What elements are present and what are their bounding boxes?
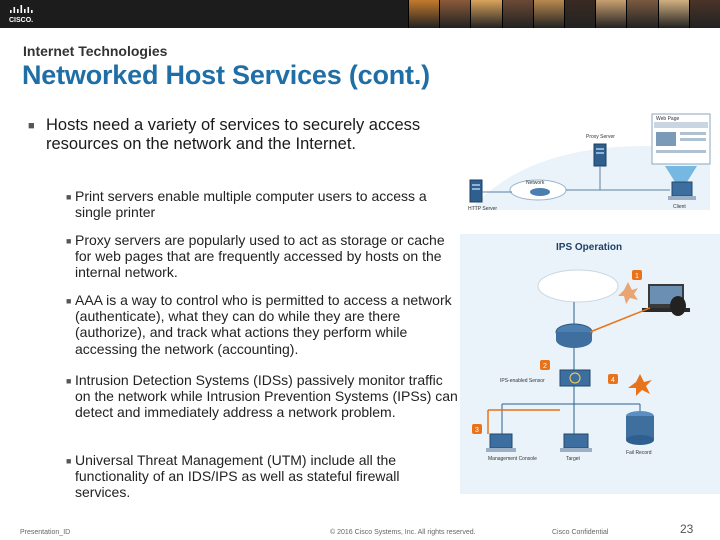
sub-bullet-aaa: ■ AAA is a way to control who is permitt… [66, 292, 458, 357]
management-console-icon [486, 433, 516, 452]
banner-photo [439, 0, 471, 28]
square-bullet-icon: ■ [66, 376, 72, 386]
step-badge-3: 3 [472, 424, 482, 434]
photo-strip [408, 0, 720, 28]
explosion-icon [628, 374, 652, 396]
client-label: Client [673, 204, 686, 210]
ips-sensor-label: IPS-enabled Sensor [500, 378, 545, 384]
banner-photo [564, 0, 596, 28]
explosion-icon [618, 282, 638, 304]
internet-cloud-icon [537, 269, 619, 303]
section-label: Internet Technologies [23, 43, 168, 59]
banner-photo [408, 0, 440, 28]
step-badge-label: 2 [543, 363, 547, 370]
square-bullet-icon: ■ [66, 296, 72, 306]
database-icon [626, 411, 654, 445]
header-banner: CISCO. [0, 0, 720, 28]
slide-title: Networked Host Services (cont.) [22, 60, 430, 90]
sub-bullet-proxy: ■ Proxy servers are popularly used to ac… [66, 232, 458, 281]
web-page-icon [651, 113, 711, 165]
square-bullet-icon: ■ [66, 456, 72, 466]
projection-beam [665, 166, 697, 182]
management-label: Management Console [488, 456, 537, 462]
main-bullet: ■ Hosts need a variety of services to se… [28, 116, 448, 154]
banner-photo [501, 0, 533, 28]
banner-photo [657, 0, 689, 28]
banner-photo [532, 0, 565, 28]
step-badge-4: 4 [608, 374, 618, 384]
proxy-server-label: Proxy Server [586, 134, 615, 140]
target-icon [560, 433, 592, 452]
sub-bullet-text: Print servers enable multiple computer u… [75, 188, 427, 221]
footer-presentation-id: Presentation_ID [20, 529, 71, 536]
footer-copyright: © 2016 Cisco Systems, Inc. All rights re… [330, 529, 476, 536]
step-badge-label: 1 [635, 273, 639, 280]
step-badge-2: 2 [540, 360, 550, 370]
proxy-server-diagram: Web Page Client Proxy Server Network HTT… [460, 110, 720, 222]
page-number: 23 [680, 522, 694, 536]
sub-bullet-text: Universal Threat Management (UTM) includ… [75, 452, 400, 501]
target-label: Target [566, 456, 581, 462]
logo-text: CISCO. [9, 17, 33, 24]
web-page-label: Web Page [656, 116, 679, 122]
cisco-logo: CISCO. [9, 5, 33, 24]
banner-photo [688, 0, 720, 28]
sub-bullet-text: Intrusion Detection Systems (IDSs) passi… [75, 372, 458, 421]
banner-photo [595, 0, 627, 28]
network-cloud-icon [509, 179, 567, 201]
ips-sensor-icon [559, 369, 591, 387]
sub-bullet-utm: ■ Universal Threat Management (UTM) incl… [66, 452, 458, 501]
http-server-icon [469, 179, 483, 203]
sub-bullet-ids: ■ Intrusion Detection Systems (IDSs) pas… [66, 372, 458, 421]
step-badge-label: 3 [475, 427, 479, 434]
square-bullet-icon: ■ [66, 236, 72, 246]
network-label: Network [526, 180, 545, 186]
square-bullet-icon: ■ [66, 192, 72, 202]
fail-record-label: Fail Record [626, 450, 652, 456]
client-icon [668, 181, 696, 200]
router-icon [555, 323, 593, 348]
main-bullet-text: Hosts need a variety of services to secu… [46, 116, 421, 153]
ips-title: IPS Operation [556, 242, 622, 253]
footer-confidential: Cisco Confidential [552, 529, 609, 536]
step-badge-1: 1 [632, 270, 642, 280]
sub-bullet-print: ■ Print servers enable multiple computer… [66, 188, 458, 220]
proxy-server-icon [593, 143, 607, 167]
http-server-label: HTTP Server [468, 206, 497, 212]
banner-photo [470, 0, 502, 28]
sub-bullet-text: AAA is a way to control who is permitted… [75, 292, 452, 357]
sub-bullet-text: Proxy servers are popularly used to act … [75, 232, 445, 281]
banner-photo [626, 0, 658, 28]
square-bullet-icon: ■ [28, 120, 35, 132]
step-badge-label: 4 [611, 377, 615, 384]
attacker-workstation-icon [642, 284, 690, 316]
ips-operation-diagram: IPS Operation IPS-enabled Sensor Managem… [460, 234, 720, 494]
